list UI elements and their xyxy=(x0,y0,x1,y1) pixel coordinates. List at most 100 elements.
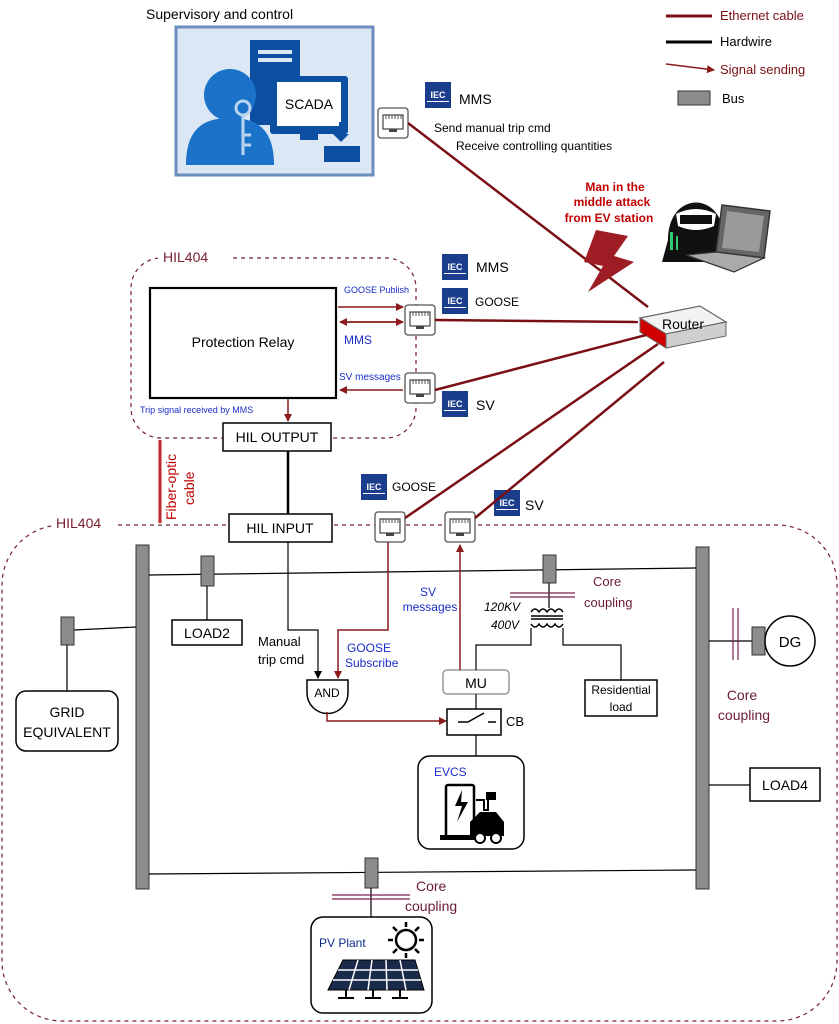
pv-label: PV Plant xyxy=(319,936,366,950)
tag-goose-top: GOOSE xyxy=(475,295,519,309)
goose-subscribe-1: GOOSE xyxy=(347,641,391,655)
coupling-1: coupling xyxy=(584,595,632,610)
svg-text:middle attack: middle attack xyxy=(574,195,651,209)
hil404-top-frame xyxy=(130,257,417,439)
hacker-icon xyxy=(662,202,771,273)
svg-text:IEC: IEC xyxy=(430,90,446,100)
ev-charger-icon xyxy=(440,783,504,844)
ethernet-relay-router-goose xyxy=(434,318,639,324)
fiber-label-2: cable xyxy=(181,471,197,505)
and-label: AND xyxy=(314,686,340,700)
evcs-label: EVCS xyxy=(434,765,467,779)
svg-text:IEC: IEC xyxy=(447,399,463,409)
bus-left xyxy=(135,544,150,890)
breaker-dg xyxy=(751,626,766,656)
scada-title: Supervisory and control xyxy=(146,6,293,22)
svg-text:Man in the: Man in the xyxy=(585,180,645,194)
legend-signal: Signal sending xyxy=(720,62,805,77)
ethernet-sv-router xyxy=(474,361,665,519)
legend-bus-icon xyxy=(677,90,711,106)
svg-text:from EV station: from EV station xyxy=(565,211,654,225)
goose-subscribe-2: Subscribe xyxy=(345,656,399,670)
protection-relay xyxy=(148,286,338,400)
breaker-grid xyxy=(60,616,75,646)
cb-label: CB xyxy=(506,714,524,729)
dg-label: DG xyxy=(779,634,802,651)
tag-goose-bottom: GOOSE xyxy=(392,480,436,494)
download-icon xyxy=(324,146,360,162)
sv-msg-2: messages xyxy=(403,600,458,614)
residential-1: Residential xyxy=(591,683,650,697)
hil404-top-label: HIL404 xyxy=(163,249,208,265)
ethernet-port-relay-sv xyxy=(404,372,436,404)
iec-logo-goose-top: IEC xyxy=(442,288,468,314)
scada-label: SCADA xyxy=(285,96,334,112)
grid-label-1: GRID xyxy=(50,704,85,720)
residential-2: load xyxy=(610,700,633,714)
core-1: Core xyxy=(593,574,621,589)
ethernet-port-scada xyxy=(377,107,409,139)
breaker-load2 xyxy=(200,555,215,587)
iec-logo-goose-bottom: IEC xyxy=(361,474,387,500)
router-icon: Router xyxy=(638,305,728,349)
svg-text:IEC: IEC xyxy=(499,498,515,508)
coupling-3: coupling xyxy=(405,898,457,914)
legend-ethernet: Ethernet cable xyxy=(720,8,804,23)
ethernet-port-sv-bottom xyxy=(444,511,476,543)
line-bottom xyxy=(148,869,697,875)
breaker-pv xyxy=(364,857,379,889)
grid-label-2: EQUIVALENT xyxy=(23,724,111,740)
mu-label: MU xyxy=(465,675,487,691)
core-3: Core xyxy=(416,878,447,894)
goose-subscribe-signal xyxy=(334,542,389,679)
grid-equivalent-box xyxy=(15,690,119,752)
user-icon xyxy=(204,69,256,121)
ethernet-port-relay-goose xyxy=(404,304,436,336)
ethernet-relay-router-sv xyxy=(434,333,647,392)
scada-panel: Supervisory and control SCADA xyxy=(146,6,375,177)
iec-logo-mms-top: IEC xyxy=(442,254,468,280)
router-label: Router xyxy=(662,316,704,332)
legend-bus: Bus xyxy=(722,91,745,106)
load4-box xyxy=(749,767,821,802)
hil-output-label: HIL OUTPUT xyxy=(236,429,319,445)
line-top xyxy=(148,567,697,576)
iec-logo-sv-top: IEC xyxy=(442,391,468,417)
lightning-icon xyxy=(584,230,634,292)
iec-logo-scada: IEC xyxy=(425,82,451,108)
manual-trip-2: trip cmd xyxy=(258,652,304,667)
manual-trip-1: Manual xyxy=(258,634,301,649)
legend: Ethernet cable Hardwire Signal sending B… xyxy=(665,8,805,106)
load2-box xyxy=(171,619,243,646)
ethernet-port-goose-bottom xyxy=(374,511,406,543)
tag-sv-bottom: SV xyxy=(525,497,544,513)
coupling-2: coupling xyxy=(718,707,770,723)
mms-relay-label: MMS xyxy=(344,333,372,347)
tag-sv-top: SV xyxy=(476,397,495,413)
sv-messages-label: SV messages xyxy=(339,372,401,383)
residential-load-box xyxy=(584,679,658,717)
scada-cmd-send: Send manual trip cmd xyxy=(434,121,551,135)
legend-hardwire: Hardwire xyxy=(720,34,772,49)
trip-signal-label: Trip signal received by MMS xyxy=(140,405,253,415)
scada-cmd-receive: Receive controlling quantities xyxy=(456,139,612,153)
hardwire-manual-trip xyxy=(287,542,322,679)
attack-annotation: Man in the middle attack from EV station xyxy=(565,180,654,292)
load2-label: LOAD2 xyxy=(184,625,230,641)
transformer-icon xyxy=(530,608,564,628)
solar-panel-icon xyxy=(327,959,425,999)
trip-to-cb-signal xyxy=(326,712,447,725)
svg-text:IEC: IEC xyxy=(447,296,463,306)
iec-logo-sv-bottom: IEC xyxy=(494,490,520,516)
protection-relay-label: Protection Relay xyxy=(192,334,295,350)
voltage-400v: 400V xyxy=(491,618,520,632)
hil404-bottom-label: HIL404 xyxy=(56,515,101,531)
goose-publish-label: GOOSE Publish xyxy=(344,285,409,295)
tag-mms-top: MMS xyxy=(476,259,509,275)
voltage-120kv: 120KV xyxy=(484,600,521,614)
sv-msg-1: SV xyxy=(420,585,436,599)
ethernet-goose-router xyxy=(404,342,659,520)
and-gate xyxy=(306,679,349,715)
scada-mms-label: MMS xyxy=(459,91,492,107)
